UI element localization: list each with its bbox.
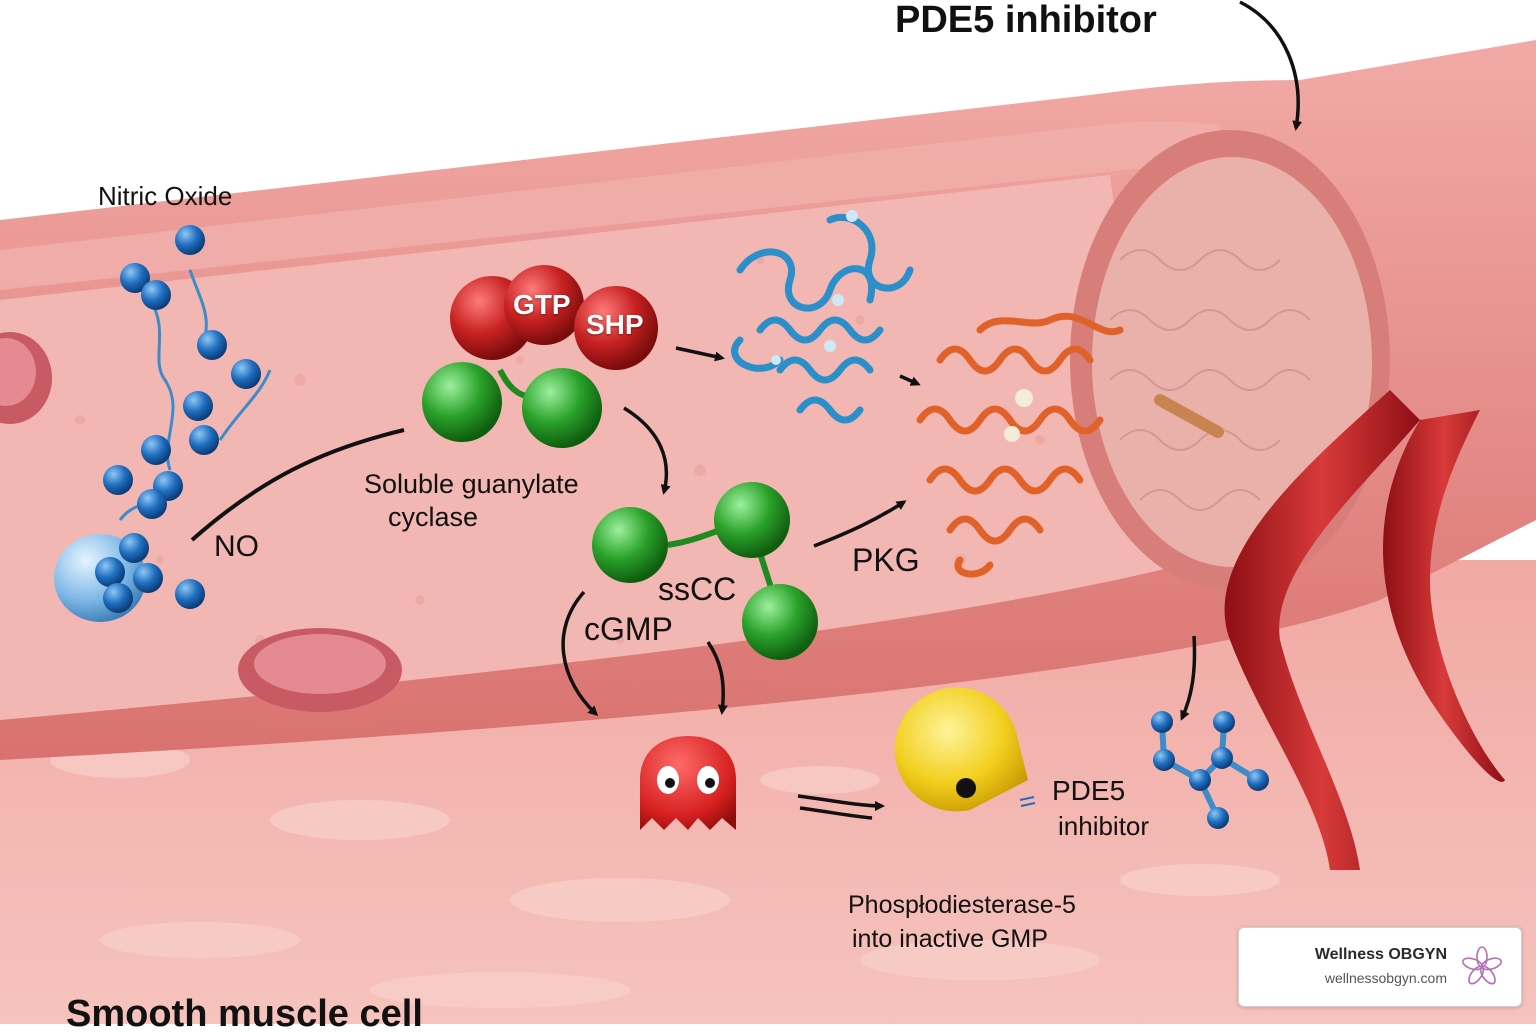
vessel-lumen [0, 175, 1200, 720]
arrow-cgmp-to-pkg [813, 500, 907, 548]
phosphodiesterase-label: Phospłodiesterase-5 [848, 891, 1076, 919]
no-label: NO [214, 530, 259, 563]
vessel-wall-lip [0, 121, 1220, 290]
inactive-gmp-label: into inactive GMP [852, 925, 1048, 953]
no-arrow-curve [190, 428, 405, 542]
logo-name: Wellness OBGYN [1314, 946, 1447, 963]
cyclase-label: cyclase [388, 502, 479, 532]
sscc-label: ssCC [658, 571, 737, 607]
orange-protein [916, 312, 1124, 578]
logo-url: wellnessobgyn.com [1324, 970, 1447, 986]
arrow-cgmp-right-down [706, 641, 728, 715]
ghost-icon [640, 736, 736, 830]
orange-protein-stick [1154, 394, 1224, 438]
pacman-icon [894, 687, 1028, 812]
gtp-shp-complex [450, 265, 658, 370]
red-blood-cell [238, 628, 402, 712]
inhibitor-equals [1019, 796, 1036, 807]
tissue-texture [50, 742, 1280, 1008]
arrow-ghost-to-pacman [797, 794, 885, 811]
blood-vessel [1224, 390, 1505, 870]
soluble-guanylate-label: Soluble guanylate [364, 469, 579, 499]
nitric-oxide-molecules [95, 225, 261, 613]
red-blood-cell [0, 332, 52, 424]
lumen-texture [75, 256, 1045, 645]
shp-label: SHP [586, 309, 644, 340]
logo-badge: Wellness OBGYN wellnessobgyn.com [1238, 927, 1522, 1007]
vessel-opening [1070, 130, 1390, 590]
pde5-label: PDE5 [1052, 775, 1126, 806]
pkg-label: PKG [852, 542, 920, 578]
gtp-label: GTP [513, 289, 571, 320]
cgmp-label: cGMP [584, 611, 673, 647]
arrow-protein-to-orange [899, 374, 921, 386]
top-pde5-inhibitor-title: PDE5 inhibitor [895, 0, 1157, 41]
arrow-cyclase-to-cgmp [623, 406, 671, 495]
arrow-top-inhibitor [1239, 0, 1303, 131]
arrow-gtp-to-protein [675, 346, 725, 362]
pde5-inhibitor-molecule [1151, 711, 1269, 829]
blue-protein-nodes [771, 210, 858, 365]
pathway-arrows [561, 0, 1303, 820]
cgmp-molecule [592, 482, 818, 660]
nitric-oxide-label: Nitric Oxide [98, 181, 233, 211]
arrow-vessel-to-molecule [1180, 635, 1197, 721]
arrow-ghost-to-pacman-2 [799, 806, 873, 820]
soluble-guanylate-cyclase [422, 362, 602, 448]
orange-protein-core [1004, 389, 1033, 442]
inhibitor-label: inhibitor [1058, 811, 1150, 841]
flower-logo-icon [1462, 946, 1502, 985]
smooth-muscle-label: Smooth muscle cell [66, 993, 423, 1035]
arrow-cgmp-left-down [561, 590, 599, 717]
